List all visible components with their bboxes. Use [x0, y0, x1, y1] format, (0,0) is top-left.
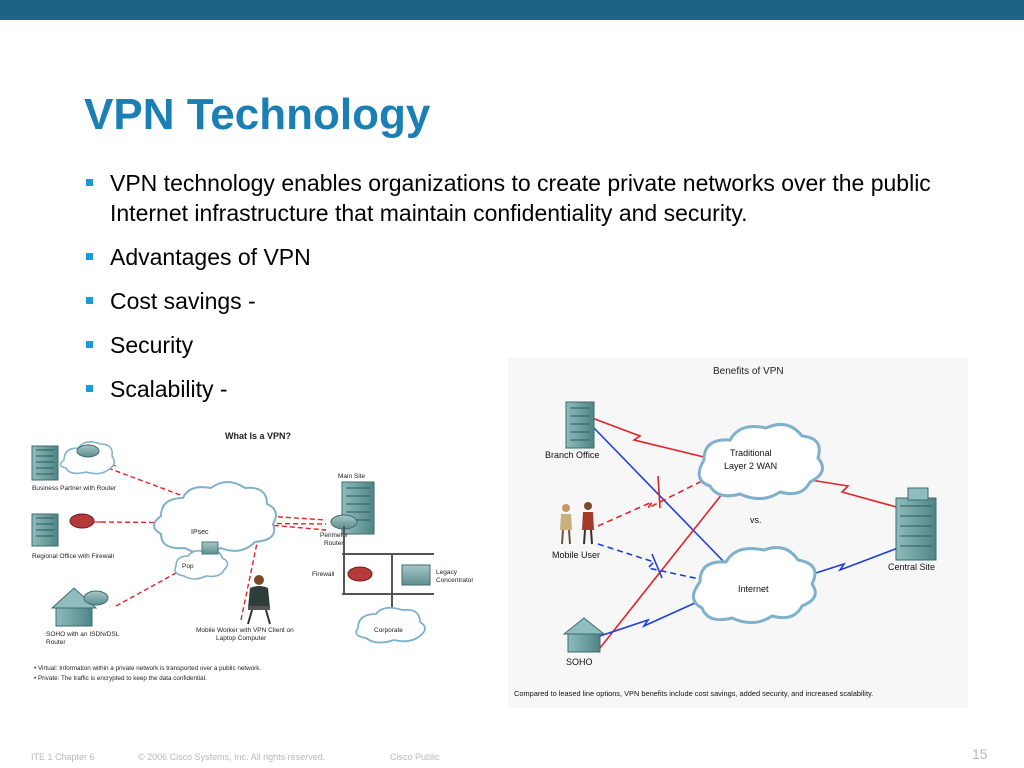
mobile-worker-label-line2: Laptop Computer [216, 635, 267, 642]
ipsec-label: IPsec [191, 529, 209, 536]
pop-cloud-icon: Pop [174, 549, 229, 580]
top-accent-bar [0, 0, 1024, 20]
figure-title: What Is a VPN? [225, 431, 291, 441]
bullet-item: Advantages of VPN [84, 242, 964, 272]
branch-office-building-icon [565, 401, 595, 449]
versus-label: vs. [750, 515, 762, 525]
bullet-text: Advantages of VPN [110, 244, 311, 270]
bullet-list: VPN technology enables organizations to … [84, 168, 964, 418]
regional-office-building-icon [31, 513, 59, 547]
soho-house-icon [562, 617, 606, 653]
mobile-user-label: Mobile User [552, 550, 600, 560]
bullet-square-icon [86, 179, 93, 186]
figure-caption: Compared to leased line options, VPN ben… [514, 689, 873, 698]
ipsec-cloud-icon: IPsec [153, 481, 277, 554]
bullet-square-icon [86, 297, 93, 304]
page-number: 15 [972, 746, 988, 762]
pop-switch-icon [201, 541, 219, 555]
mobile-worker-icon [247, 575, 271, 625]
main-site-label: Main Site [338, 473, 365, 480]
mobile-user-icon [560, 502, 594, 545]
business-partner-cloud-icon [59, 441, 115, 475]
legacy-concentrator-icon [401, 564, 431, 586]
firewall-icon [69, 513, 95, 529]
isdn-router-icon [83, 590, 109, 606]
legacy-concentrator-label-line2: Concentrator [436, 577, 474, 584]
corporate-lan-lines [342, 526, 434, 608]
bullet-text: Security [110, 332, 194, 358]
router-icon [76, 444, 100, 458]
bullet-text: Scalability - [110, 376, 228, 402]
business-partner-label: Business Partner with Router [32, 485, 117, 492]
what-is-vpn-diagram: What Is a VPN? IPsec Pop Business Partne… [26, 420, 496, 690]
soho-label-line1: SOHO with an ISDN/DSL [46, 631, 120, 638]
central-site-building-icon [895, 487, 937, 561]
mobile-worker-label-line1: Mobile Worker with VPN Client on [196, 627, 294, 634]
footer-chapter: ITE 1 Chapter 6 [31, 752, 95, 762]
soho-house-icon [50, 587, 98, 627]
note-private: • Private: The traffic is encrypted to k… [34, 675, 207, 682]
soho-label-line2: Router [46, 639, 66, 646]
internet-cloud-icon: Internet [692, 546, 817, 624]
legacy-concentrator-label-line1: Legacy [436, 569, 458, 576]
bullet-item: VPN technology enables organizations to … [84, 168, 964, 228]
bullet-item: Scalability - [84, 374, 964, 404]
wan-label-line2: Layer 2 WAN [724, 461, 777, 471]
bullet-item: Security [84, 330, 964, 360]
bullet-text: Cost savings - [110, 288, 256, 314]
wan-label-line1: Traditional [730, 448, 772, 458]
perimeter-router-label-line2: Router [324, 540, 344, 547]
bullet-item: Cost savings - [84, 286, 964, 316]
corporate-firewall-icon [347, 566, 373, 582]
footer-copyright: © 2006 Cisco Systems, Inc. All rights re… [138, 752, 326, 762]
network-links [591, 417, 901, 649]
figure-title: Benefits of VPN [713, 366, 784, 377]
layer2-wan-cloud-icon: Traditional Layer 2 WAN [697, 422, 824, 500]
business-partner-building-icon [31, 445, 59, 481]
corporate-cloud-icon: Corporate [355, 606, 426, 644]
bullet-square-icon [86, 385, 93, 392]
firewall-label: Firewall [312, 571, 335, 578]
soho-label: SOHO [566, 657, 593, 667]
central-site-label: Central Site [888, 562, 935, 572]
bullet-text: VPN technology enables organizations to … [110, 170, 931, 226]
branch-office-label: Branch Office [545, 450, 599, 460]
bullet-square-icon [86, 341, 93, 348]
slide-title: VPN Technology [84, 90, 431, 139]
corporate-label: Corporate [374, 627, 403, 634]
bullet-square-icon [86, 253, 93, 260]
regional-office-label: Regional Office with Firewall [32, 553, 114, 560]
footer-classification: Cisco Public [390, 752, 440, 762]
benefits-of-vpn-diagram: Benefits of VPN Branch Office Mobile Use… [508, 358, 968, 708]
note-virtual: • Virtual: Information within a private … [34, 665, 261, 672]
perimeter-router-label-line1: Perimeter [320, 532, 349, 539]
pop-label: Pop [182, 563, 194, 570]
internet-label: Internet [738, 584, 769, 594]
